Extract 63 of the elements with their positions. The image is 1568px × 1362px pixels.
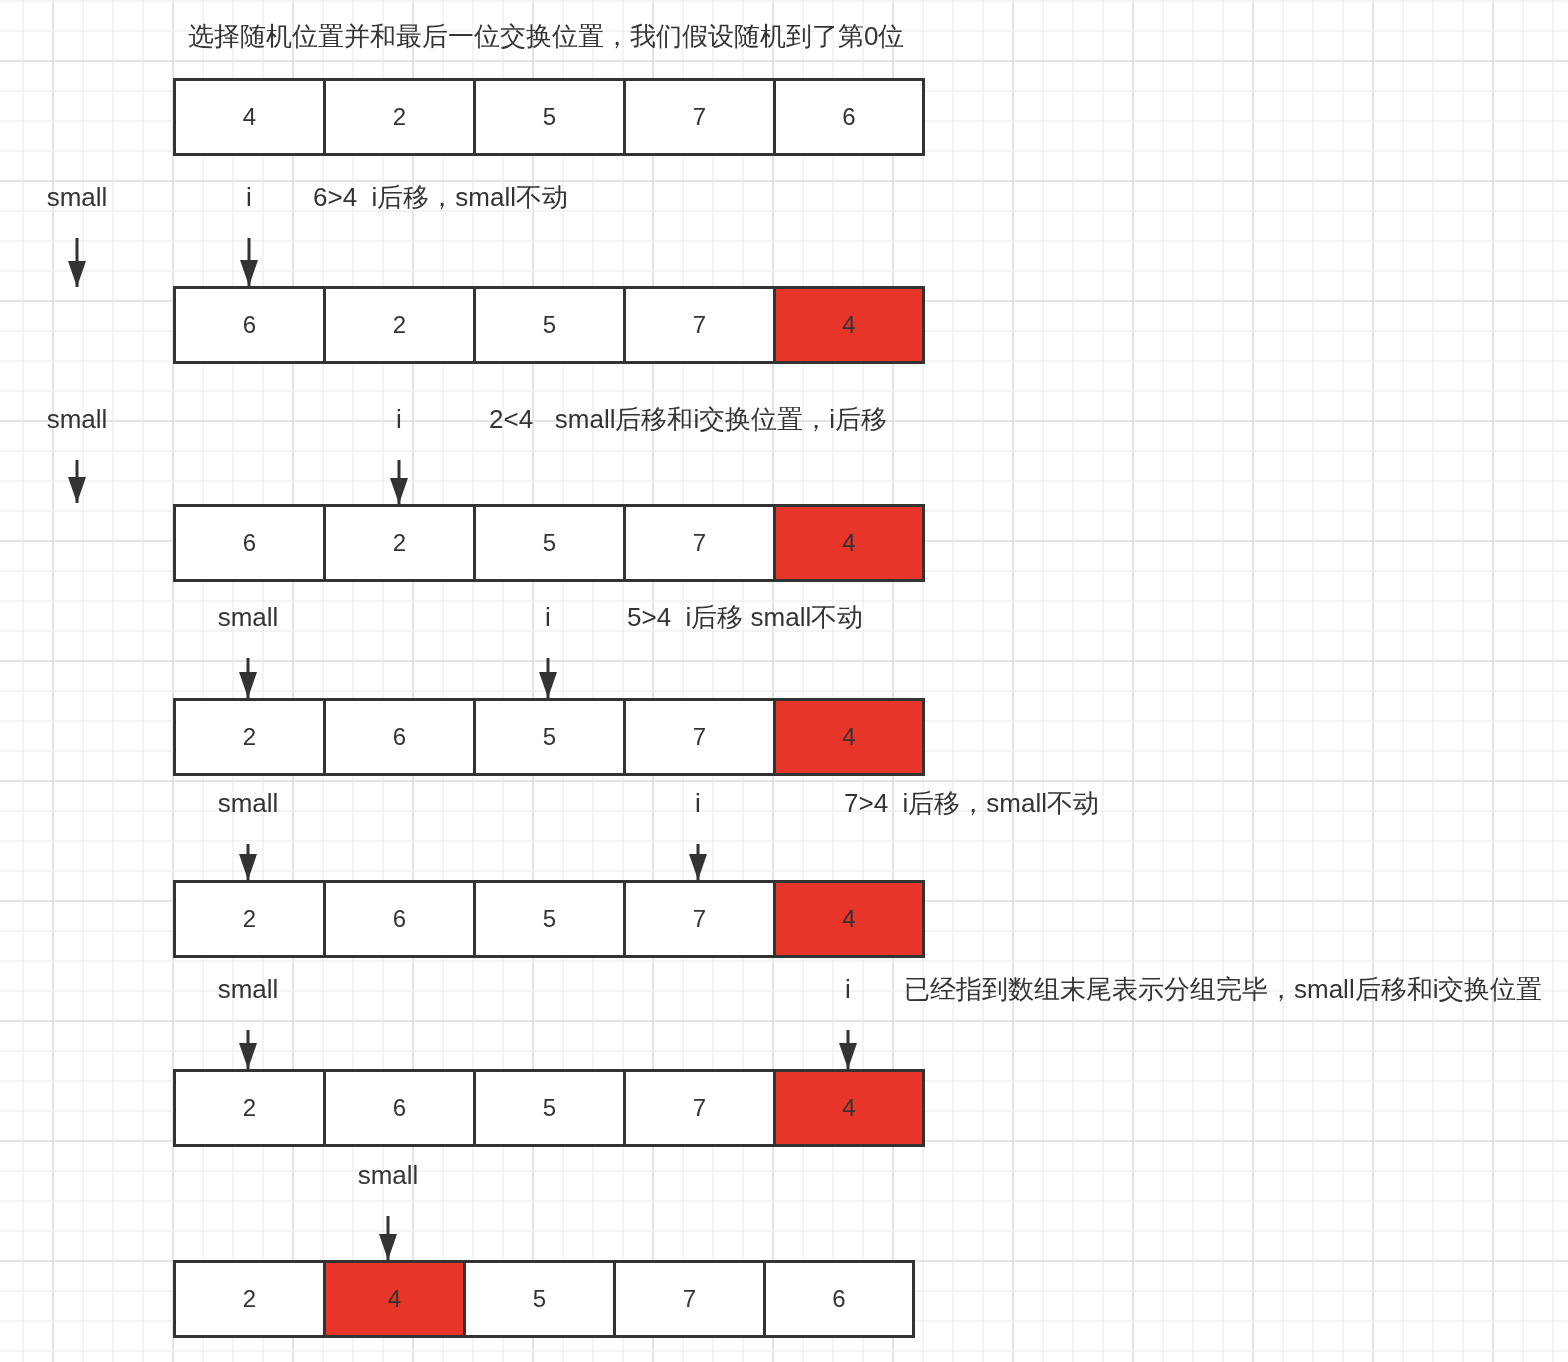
array-cell: 7 (623, 504, 776, 582)
array-cell: 6 (173, 504, 326, 582)
highlighted-cell: 4 (773, 504, 925, 582)
pointer-label: i (545, 602, 551, 632)
pointer-label: i (695, 788, 701, 818)
array-cell: 5 (473, 78, 626, 156)
array-cell: 2 (173, 880, 326, 958)
array-cell: 6 (773, 78, 925, 156)
array-cell: 7 (623, 880, 776, 958)
array-cell: 2 (173, 698, 326, 776)
diagram-title: 选择随机位置并和最后一位交换位置，我们假设随机到了第0位 (188, 21, 905, 51)
pointer-arrow (839, 1030, 857, 1069)
step-note: 6>4 i后移，small不动 (313, 182, 568, 212)
array-cell: 5 (473, 880, 626, 958)
pointer-arrow (68, 238, 86, 287)
step-note: 2<4 small后移和i交换位置，i后移 (489, 404, 887, 434)
array-cell: 7 (623, 78, 776, 156)
pointer-label: small (217, 974, 279, 1004)
pointer-label: small (217, 602, 279, 632)
array-cell: 6 (323, 1069, 476, 1147)
array-cell: 6 (323, 880, 476, 958)
pointer-arrow (239, 844, 257, 880)
highlighted-cell: 4 (773, 698, 925, 776)
step-note: 已经指到数组末尾表示分组完毕，small后移和i交换位置 (904, 974, 1543, 1004)
array-cell: 5 (473, 698, 626, 776)
pointer-arrow (390, 460, 408, 504)
pointer-label: small (357, 1160, 419, 1190)
highlighted-cell: 4 (323, 1260, 466, 1338)
array-cell: 2 (173, 1069, 326, 1147)
array-cell: 5 (473, 286, 626, 364)
pointer-arrow (689, 844, 707, 880)
array-cell: 2 (323, 504, 476, 582)
array-cell: 7 (623, 698, 776, 776)
pointer-label: i (845, 974, 851, 1004)
pointer-arrow (239, 1030, 257, 1069)
array-cell: 5 (473, 1069, 626, 1147)
array-cell: 5 (463, 1260, 616, 1338)
step-note: 5>4 i后移 small不动 (627, 602, 864, 632)
array-cell: 2 (173, 1260, 326, 1338)
array-cell: 2 (323, 78, 476, 156)
array-cell: 7 (613, 1260, 766, 1338)
array-cell: 7 (623, 286, 776, 364)
highlighted-cell: 4 (773, 286, 925, 364)
array-cell: 6 (323, 698, 476, 776)
pointer-arrow (239, 658, 257, 698)
pointer-arrow (240, 238, 258, 286)
highlighted-cell: 4 (773, 880, 925, 958)
array-cell: 5 (473, 504, 626, 582)
highlighted-cell: 4 (773, 1069, 925, 1147)
pointer-label: small (46, 182, 108, 212)
pointer-arrow (68, 460, 86, 503)
array-cell: 7 (623, 1069, 776, 1147)
array-cell: 6 (173, 286, 326, 364)
pointer-label: small (46, 404, 108, 434)
pointer-label: small (217, 788, 279, 818)
array-cell: 4 (173, 78, 326, 156)
array-cell: 2 (323, 286, 476, 364)
pointer-arrow (539, 658, 557, 698)
array-cell: 6 (763, 1260, 915, 1338)
step-note: 7>4 i后移，small不动 (844, 788, 1099, 818)
pointer-arrow (379, 1216, 397, 1260)
pointer-label: i (396, 404, 402, 434)
pointer-label: i (246, 182, 252, 212)
